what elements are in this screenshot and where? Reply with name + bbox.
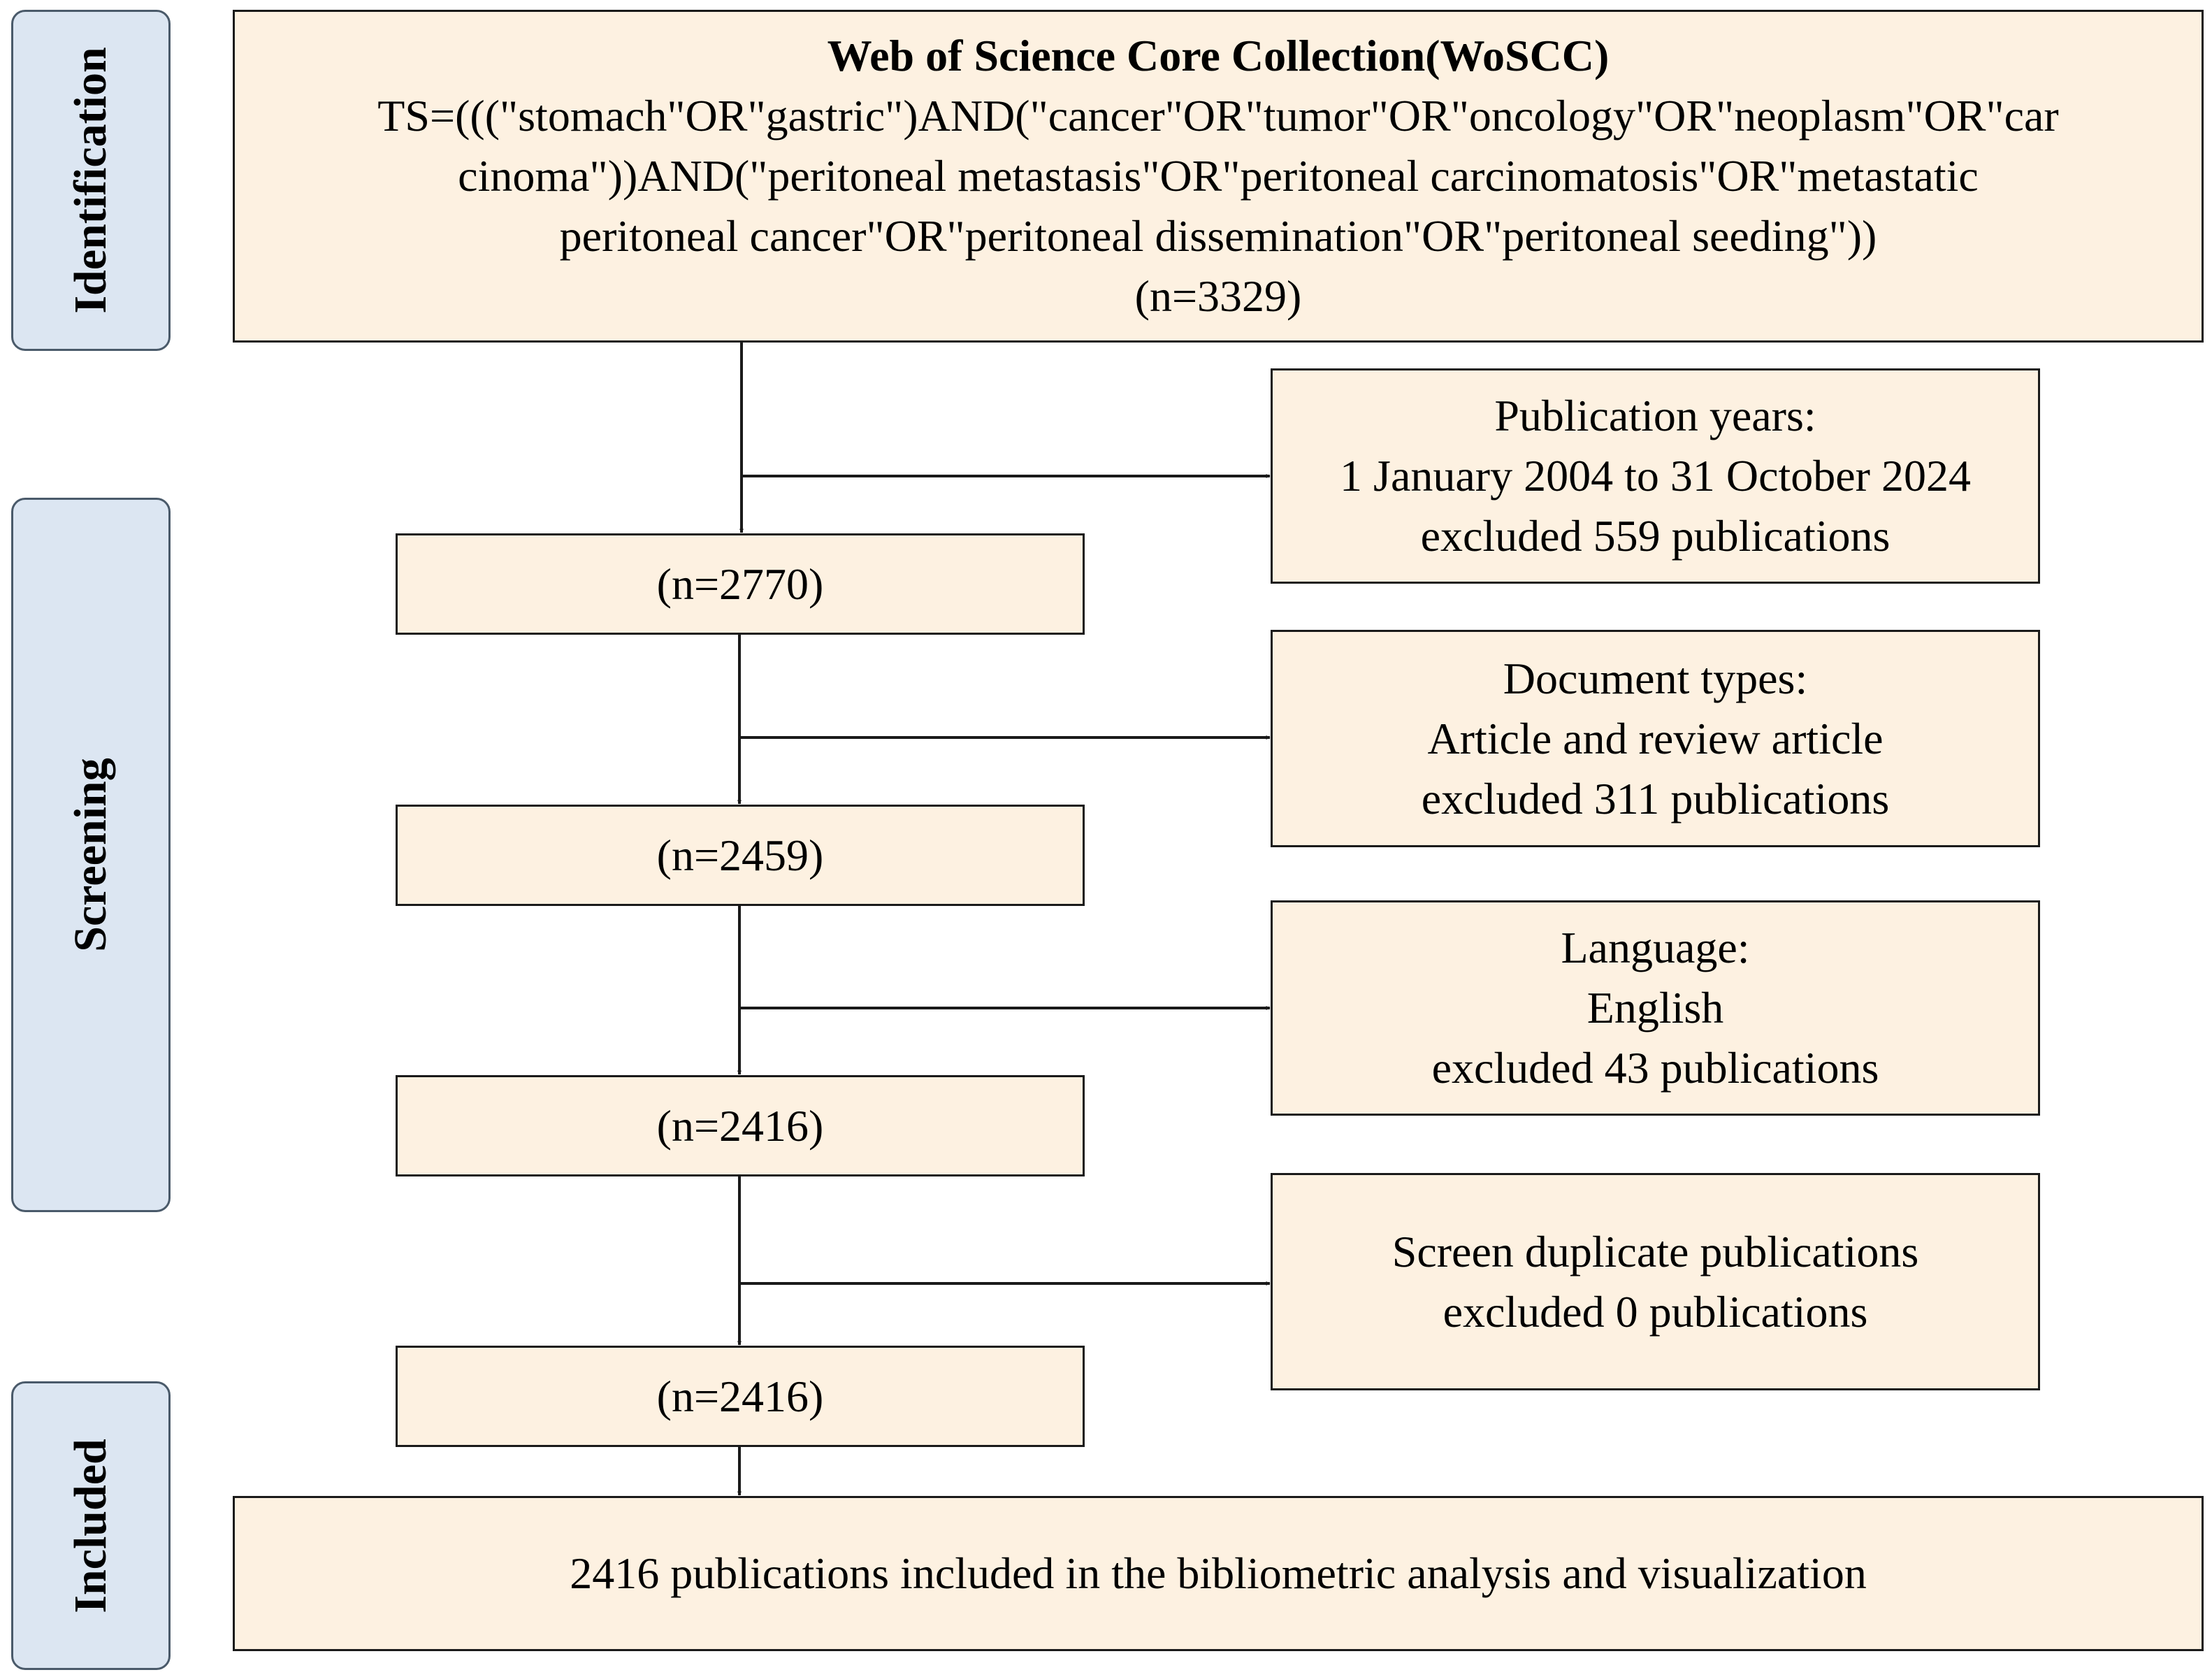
sidebar-included: Included xyxy=(11,1381,171,1670)
exclusion-line: excluded 0 publications xyxy=(1443,1286,1868,1337)
exclusion-line: excluded 559 publications xyxy=(1420,511,1891,561)
count-box: (n=2416) xyxy=(396,1346,1085,1447)
exclusion-box-publication-years: Publication years: 1 January 2004 to 31 … xyxy=(1271,368,2040,584)
sidebar-identification-label: Identification xyxy=(65,47,116,314)
exclusion-box-duplicates: Screen duplicate publications excluded 0… xyxy=(1271,1173,2040,1390)
count-text: (n=2459) xyxy=(656,830,824,880)
count-text: (n=2416) xyxy=(656,1371,824,1421)
identification-title: Web of Science Core Collection(WoSCC) xyxy=(827,31,1610,80)
exclusion-line: English xyxy=(1586,983,1724,1032)
exclusion-line: Screen duplicate publications xyxy=(1391,1226,1919,1276)
sidebar-screening-label: Screening xyxy=(65,758,116,952)
exclusion-line: Language: xyxy=(1561,923,1750,972)
sidebar-screening: Screening xyxy=(11,498,171,1212)
exclusion-line: excluded 43 publications xyxy=(1431,1043,1879,1093)
final-included-text: 2416 publications included in the biblio… xyxy=(570,1548,1867,1598)
exclusion-line: 1 January 2004 to 31 October 2024 xyxy=(1340,451,1971,501)
count-box: (n=2459) xyxy=(396,805,1085,906)
count-box: (n=2416) xyxy=(396,1075,1085,1176)
identification-box: Web of Science Core Collection(WoSCC) TS… xyxy=(233,10,2204,343)
exclusion-box-document-types: Document types: Article and review artic… xyxy=(1271,630,2040,847)
exclusion-line: Publication years: xyxy=(1494,391,1816,440)
exclusion-line: Article and review article xyxy=(1427,713,1884,763)
query-line: TS=((("stomach"OR"gastric")AND("cancer"O… xyxy=(377,91,2059,141)
identification-count: (n=3329) xyxy=(1134,271,1302,321)
count-box: (n=2770) xyxy=(396,533,1085,635)
query-line: cinoma"))AND("peritoneal metastasis"OR"p… xyxy=(458,151,1979,201)
final-included-box: 2416 publications included in the biblio… xyxy=(233,1496,2204,1651)
sidebar-included-label: Included xyxy=(65,1438,116,1613)
exclusion-line: Document types: xyxy=(1503,653,1808,703)
query-line: peritoneal cancer"OR"peritoneal dissemin… xyxy=(559,211,1877,261)
count-text: (n=2416) xyxy=(656,1100,824,1151)
sidebar-identification: Identification xyxy=(11,10,171,351)
exclusion-line: excluded 311 publications xyxy=(1421,773,1890,823)
exclusion-box-language: Language: English excluded 43 publicatio… xyxy=(1271,900,2040,1116)
count-text: (n=2770) xyxy=(656,559,824,609)
